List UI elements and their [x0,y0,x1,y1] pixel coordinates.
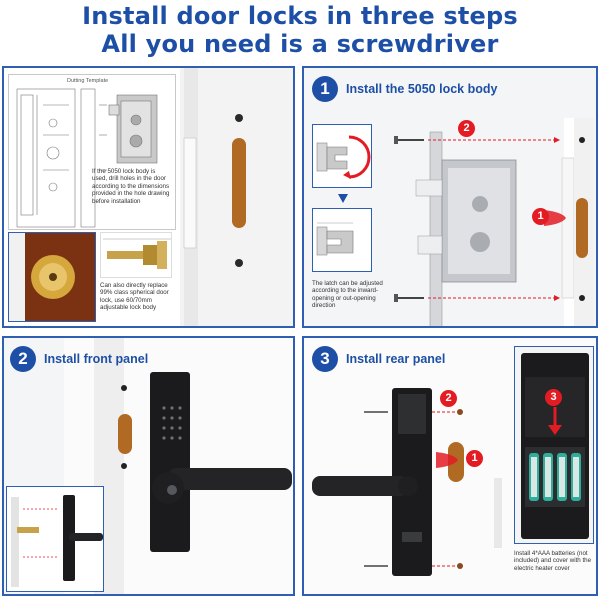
step3-marker-3: 3 [545,389,562,406]
subheadline: All you need is a screwdriver [101,30,499,58]
knob-lock-graphic [9,233,95,321]
cutting-template-drawing: Dutting Template [8,74,176,230]
step1-heading: 1 Install the 5050 lock body [312,76,497,102]
page-header: Install door locks in three steps All yo… [0,0,600,62]
latch-spring-graphic-bottom [316,222,354,256]
rear-panel-graphic [312,388,502,576]
latch-rotate-detail-bottom [312,208,372,272]
step2-panel: 2 Install front panel [2,336,295,596]
screw-icon [394,136,424,144]
headline: Install door locks in three steps [82,2,518,30]
front-panel-graphic [118,372,292,552]
front-panel-inset [6,486,104,592]
step3-marker-1: 1 [466,450,483,467]
battery-caption: Install 4*AAA batteries (not included) a… [514,550,592,572]
template-caption: If the 5050 lock body is used, drill hol… [92,168,170,205]
arrow-down-icon [338,194,348,203]
latch-rotate-detail-top [312,124,372,188]
step3-panel: 3 Install rear panel 2 1 [302,336,598,596]
door-mortise-graphic [183,114,246,267]
step2-heading: 2 Install front panel [10,346,148,372]
step1-title: Install the 5050 lock body [346,82,498,96]
knob-lock-photo [8,232,96,322]
knob-caption: Can also directly replace 99% class sphe… [100,282,169,312]
latch-graphic [103,238,171,269]
front-panel-inset-graphic [7,487,103,591]
battery-inset: 3 [514,346,594,544]
battery-compartment-graphic [515,347,593,543]
latch-bolt-photo [100,232,172,278]
latch-spring-graphic-top [316,135,371,179]
step1-caption: The latch can be adjusted according to t… [312,280,383,310]
template-panel: Dutting Template [2,66,295,328]
lock-body-graphic [394,118,594,326]
step3-heading: 3 Install rear panel [312,346,445,372]
step1-panel: 1 Install the 5050 lock body The latch c… [302,66,598,328]
rotate-arrow-icon [343,171,351,179]
step2-title: Install front panel [44,352,149,366]
step1-number: 1 [312,76,338,102]
step1-marker-1: 1 [532,208,549,225]
step1-marker-2: 2 [458,120,475,137]
step2-number: 2 [10,346,36,372]
template-title: Dutting Template [67,78,109,84]
template-drawing-lines [16,88,158,228]
step3-title: Install rear panel [346,352,446,366]
step3-number: 3 [312,346,338,372]
step3-marker-2: 2 [440,390,457,407]
arrow-down-icon [548,407,562,435]
